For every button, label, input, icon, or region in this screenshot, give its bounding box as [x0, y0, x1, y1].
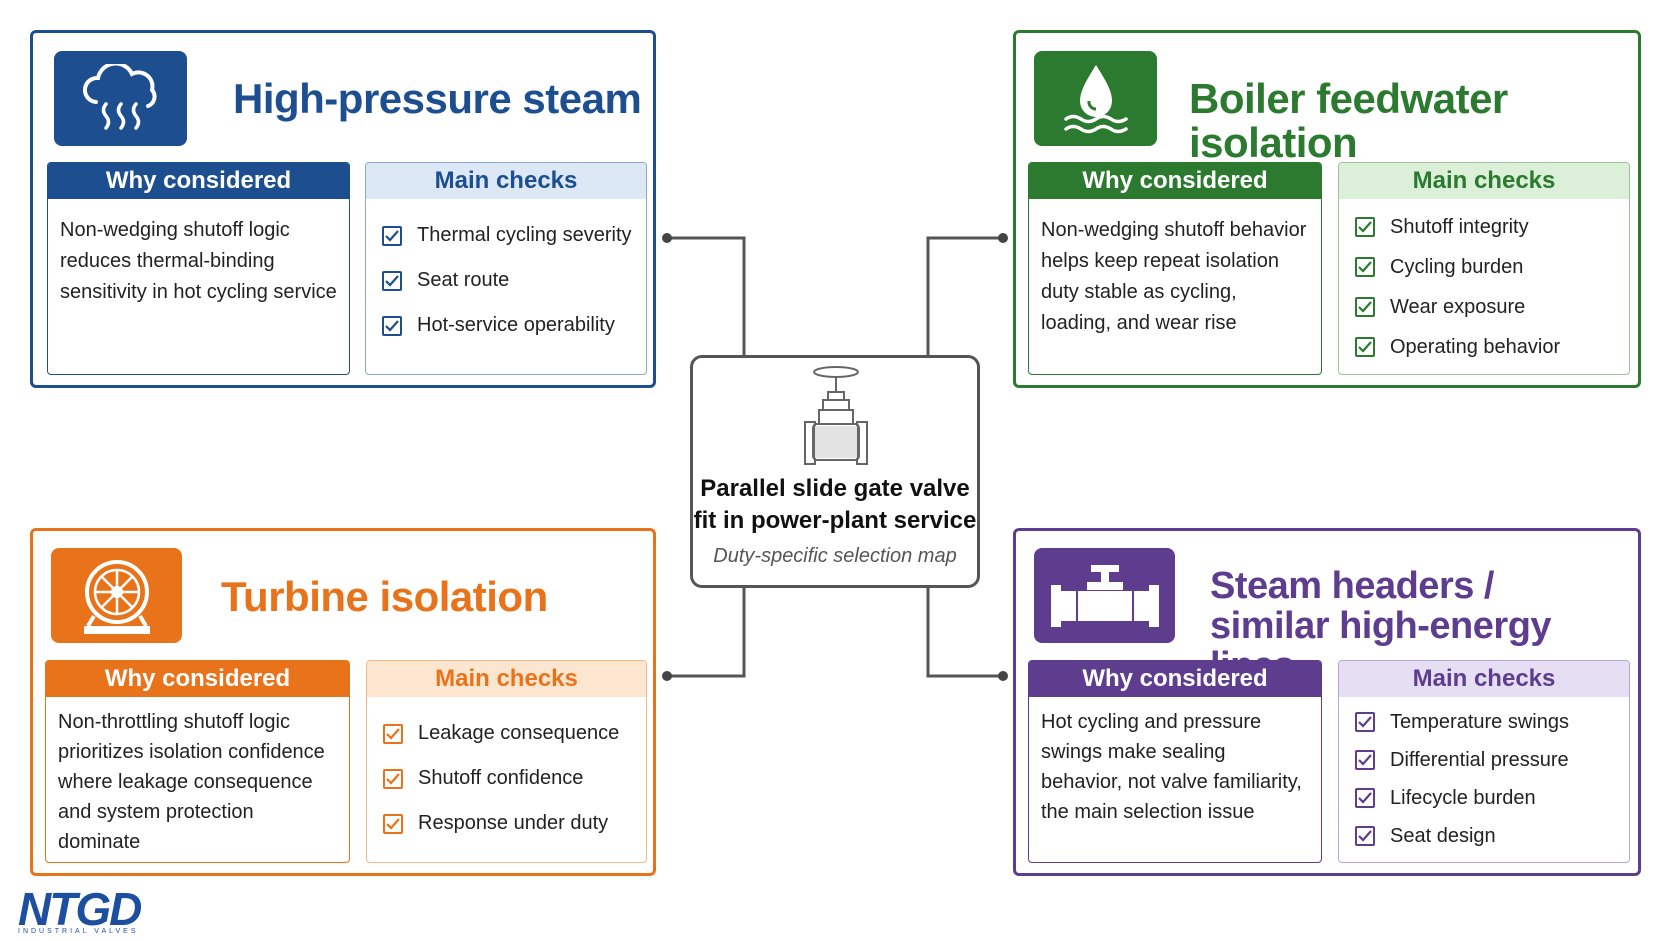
- checkbox-checked-icon: [382, 225, 402, 246]
- connector-headers: [926, 588, 1003, 678]
- check-label: Thermal cycling severity: [417, 224, 632, 246]
- center-title-line2: fit in power-plant service: [693, 507, 977, 534]
- check-label: Wear exposure: [1390, 295, 1526, 318]
- checkbox-checked-icon: [383, 723, 403, 744]
- checkbox-checked-icon: [1355, 257, 1375, 277]
- why-considered-header: Why considered: [1029, 163, 1321, 199]
- why-considered-text: Non-throttling shutoff logic prioritizes…: [58, 711, 325, 853]
- main-checks-box: Main checks Shutoff integrity Cycling bu…: [1338, 162, 1630, 375]
- panel-title-line1: Steam headers /: [1210, 565, 1494, 607]
- pipe-valve-icon: [1034, 548, 1175, 643]
- checkbox-checked-icon: [1355, 217, 1375, 237]
- check-item: Seat design: [1355, 817, 1629, 855]
- why-considered-text: Hot cycling and pressure swings make sea…: [1041, 711, 1302, 823]
- panel-title: Turbine isolation: [221, 573, 548, 620]
- panel-high-pressure-steam: High-pressure steam Why considered Non-w…: [30, 30, 656, 388]
- checkbox-checked-icon: [382, 270, 402, 291]
- check-label: Hot-service operability: [417, 314, 615, 336]
- check-label: Seat design: [1390, 824, 1496, 847]
- checklist: Thermal cycling severity Seat route Hot-…: [366, 199, 646, 348]
- main-checks-header: Main checks: [367, 661, 646, 697]
- checklist: Leakage consequence Shutoff confidence R…: [367, 697, 646, 846]
- panel-turbine-isolation: Turbine isolation Why considered Non-thr…: [30, 528, 656, 876]
- check-item: Hot-service operability: [382, 303, 646, 348]
- logo-text: NTGD: [18, 883, 142, 935]
- turbine-icon: [51, 548, 182, 643]
- why-considered-text: Non-wedging shutoff behavior helps keep …: [1041, 219, 1307, 334]
- main-checks-box: Main checks Temperature swings Different…: [1338, 660, 1630, 863]
- checklist: Temperature swings Differential pressure…: [1339, 697, 1629, 855]
- connector-turbine: [667, 588, 746, 678]
- checkbox-checked-icon: [1355, 297, 1375, 317]
- why-considered-header: Why considered: [46, 661, 349, 697]
- check-label: Differential pressure: [1390, 748, 1569, 771]
- panel-title: High-pressure steam: [233, 75, 642, 122]
- check-item: Shutoff integrity: [1355, 207, 1629, 247]
- main-checks-header: Main checks: [1339, 163, 1629, 199]
- why-considered-text: Non-wedging shutoff logic reduces therma…: [60, 219, 337, 303]
- center-title: Parallel slide gate valve fit in power-p…: [693, 473, 977, 537]
- center-node: Parallel slide gate valve fit in power-p…: [690, 355, 980, 588]
- check-item: Differential pressure: [1355, 741, 1629, 779]
- checkbox-checked-icon: [1355, 788, 1375, 808]
- check-item: Lifecycle burden: [1355, 779, 1629, 817]
- center-subtitle: Duty-specific selection map: [713, 545, 957, 567]
- why-considered-box: Why considered Non-wedging shutoff logic…: [47, 162, 350, 375]
- checkbox-checked-icon: [383, 768, 403, 789]
- why-considered-box: Why considered Hot cycling and pressure …: [1028, 660, 1322, 863]
- panel-boiler-feedwater-isolation: Boiler feedwater isolation Why considere…: [1013, 30, 1641, 388]
- center-title-line1: Parallel slide gate valve: [700, 475, 970, 502]
- check-item: Response under duty: [383, 801, 646, 846]
- check-label: Shutoff integrity: [1390, 215, 1529, 238]
- check-item: Seat route: [382, 258, 646, 303]
- panel-steam-headers: Steam headers / similar high-energy line…: [1013, 528, 1641, 876]
- check-label: Shutoff confidence: [418, 767, 584, 789]
- main-checks-header: Main checks: [1339, 661, 1629, 697]
- gate-valve-icon: [804, 366, 868, 465]
- main-checks-box: Main checks Leakage consequence Shutoff …: [366, 660, 647, 863]
- why-considered-header: Why considered: [48, 163, 349, 199]
- check-label: Leakage consequence: [418, 722, 620, 744]
- checkbox-checked-icon: [383, 813, 403, 834]
- why-considered-box: Why considered Non-throttling shutoff lo…: [45, 660, 350, 863]
- check-label: Response under duty: [418, 812, 609, 834]
- checkbox-checked-icon: [1355, 337, 1375, 357]
- main-checks-header: Main checks: [366, 163, 646, 199]
- check-item: Operating behavior: [1355, 327, 1629, 367]
- logo-tagline: INDUSTRIAL VALVES: [18, 928, 139, 935]
- why-considered-header: Why considered: [1029, 661, 1321, 697]
- check-item: Shutoff confidence: [383, 756, 646, 801]
- checkbox-checked-icon: [1355, 750, 1375, 770]
- check-item: Leakage consequence: [383, 711, 646, 756]
- connector-steam: [667, 236, 746, 355]
- checkbox-checked-icon: [1355, 826, 1375, 846]
- checkbox-checked-icon: [382, 315, 402, 336]
- check-label: Operating behavior: [1390, 335, 1561, 358]
- steam-cloud-icon: [54, 51, 187, 146]
- check-label: Seat route: [417, 269, 510, 291]
- checklist: Shutoff integrity Cycling burden Wear ex…: [1339, 199, 1629, 367]
- check-item: Thermal cycling severity: [382, 213, 646, 258]
- check-item: Temperature swings: [1355, 703, 1629, 741]
- why-considered-box: Why considered Non-wedging shutoff behav…: [1028, 162, 1322, 375]
- checkbox-checked-icon: [1355, 712, 1375, 732]
- water-drop-icon: [1034, 51, 1157, 146]
- check-item: Cycling burden: [1355, 247, 1629, 287]
- check-label: Lifecycle burden: [1390, 786, 1536, 809]
- connector-feedwater: [926, 236, 1003, 355]
- ntgd-logo: NTGD INDUSTRIAL VALVES: [18, 883, 142, 935]
- panel-title: Boiler feedwater isolation: [1189, 75, 1508, 167]
- check-label: Cycling burden: [1390, 255, 1524, 278]
- main-checks-box: Main checks Thermal cycling severity Sea…: [365, 162, 647, 375]
- check-label: Temperature swings: [1390, 710, 1569, 733]
- check-item: Wear exposure: [1355, 287, 1629, 327]
